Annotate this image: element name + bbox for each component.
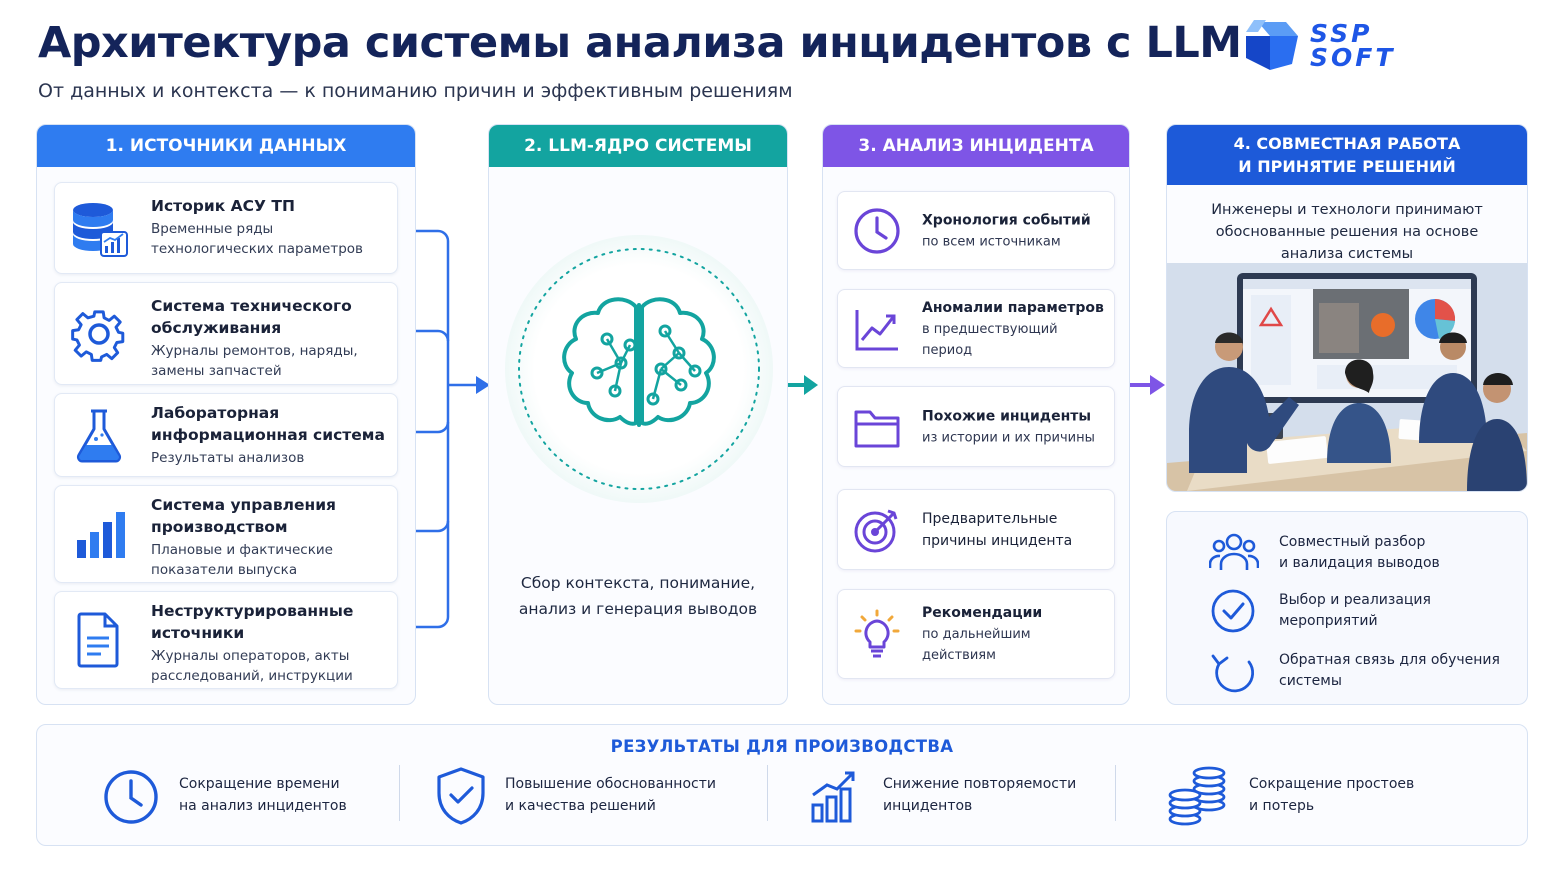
action-label: Обратная связь для обучения системы — [1279, 652, 1500, 689]
analysis-card-timeline: Хронология событий по всем источникам — [837, 191, 1115, 270]
cube-logo-icon — [1246, 20, 1298, 70]
results-divider — [399, 765, 400, 821]
arrow-to-decisions-icon — [1150, 375, 1165, 395]
analysis-panel: 3. АНАЛИЗ ИНЦИДЕНТА Хронология событий п… — [822, 124, 1130, 705]
source-desc: Плановые и фактические показатели выпуск… — [151, 542, 333, 578]
arrow-to-analysis-icon — [804, 375, 818, 395]
document-icon — [77, 612, 119, 668]
action-team-review: Совместный разбор и валидация выводов — [1209, 528, 1509, 578]
analysis-desc: по дальнейшим действиям — [922, 627, 1031, 663]
source-name: Система технического обслуживания — [151, 297, 352, 337]
action-feedback: Обратная связь для обучения системы — [1209, 646, 1509, 696]
source-name: Лабораторная информационная система — [151, 404, 385, 444]
lightbulb-icon — [854, 609, 900, 658]
shield-check-icon — [437, 767, 485, 825]
core-circle — [505, 235, 773, 503]
source-card-maintenance: Система технического обслуживания Журнал… — [54, 282, 398, 385]
gear-icon — [71, 309, 125, 362]
result-label: Сокращение простоев и потерь — [1249, 776, 1415, 814]
result-label: Сокращение времени на анализ инцидентов — [179, 776, 347, 814]
source-name: Неструктурированные источники — [151, 602, 354, 642]
page-title: Архитектура системы анализа инцидентов с… — [38, 18, 1242, 68]
analysis-card-anomalies: Аномалии параметров в предшествующий пер… — [837, 289, 1115, 368]
source-card-lab: Лабораторная информационная система Резу… — [54, 393, 398, 477]
analysis-header: 3. АНАЛИЗ ИНЦИДЕНТА — [823, 125, 1129, 167]
core-header: 2. LLM-ЯДРО СИСТЕМЫ — [489, 125, 787, 167]
results-title: РЕЗУЛЬТАТЫ ДЛЯ ПРОИЗВОДСТВА — [610, 737, 954, 756]
check-circle-icon — [1211, 589, 1255, 633]
page-subtitle: От данных и контекста — к пониманию прич… — [38, 80, 793, 102]
result-label: Повышение обоснованности и качества реше… — [505, 776, 716, 814]
source-name: Историк АСУ ТП — [151, 197, 295, 215]
bar-chart-icon — [77, 512, 125, 558]
flask-icon — [76, 409, 122, 463]
results-panel: РЕЗУЛЬТАТЫ ДЛЯ ПРОИЗВОДСТВА Сокращение в… — [36, 724, 1528, 846]
sources-panel: 1. ИСТОЧНИКИ ДАННЫХ Историк АСУ ТП Време… — [36, 124, 416, 705]
core-caption: Сбор контекста, понимание, анализ и гене… — [518, 574, 758, 618]
analysis-name: Похожие инциденты — [922, 408, 1092, 424]
team-meeting-illustration — [1167, 263, 1527, 491]
company-logo: SSP SOFT — [1240, 18, 1430, 78]
logo-text: SSP SOFT — [1310, 19, 1396, 72]
decisions-header: 4. СОВМЕСТНАЯ РАБОТА И ПРИНЯТИЕ РЕШЕНИЙ — [1167, 125, 1527, 185]
source-desc: Журналы операторов, акты расследований, … — [151, 648, 353, 684]
action-label: Совместный разбор и валидация выводов — [1279, 534, 1440, 571]
analysis-name: Рекомендации — [922, 605, 1043, 621]
refresh-icon — [1211, 654, 1255, 693]
source-card-mes: Система управления производством Плановы… — [54, 485, 398, 583]
growth-chart-icon — [811, 771, 855, 823]
action-label: Выбор и реализация мероприятий — [1279, 592, 1431, 629]
source-desc: Результаты анализов — [151, 450, 305, 466]
decisions-actions-panel: Совместный разбор и валидация выводов Вы… — [1166, 511, 1528, 705]
source-card-historian: Историк АСУ ТП Временные ряды технологич… — [54, 182, 398, 274]
source-name: Система управления производством — [151, 496, 337, 536]
target-icon — [854, 509, 898, 552]
coins-icon — [1168, 766, 1226, 826]
analysis-name: Предварительные причины инцидента — [922, 510, 1073, 549]
clock-icon — [854, 207, 900, 254]
team-icon — [1209, 533, 1259, 570]
action-select-measures: Выбор и реализация мероприятий — [1209, 586, 1509, 636]
source-card-unstructured: Неструктурированные источники Журналы оп… — [54, 591, 398, 689]
analysis-desc: в предшествующий период — [922, 321, 1058, 358]
source-desc: Журналы ремонтов, наряды, замены запчаст… — [151, 343, 358, 379]
result-label: Снижение повторяемости инцидентов — [883, 776, 1077, 814]
analysis-desc: из истории и их причины — [922, 430, 1095, 445]
analysis-name: Аномалии параметров — [922, 299, 1104, 316]
database-chart-icon — [73, 203, 128, 257]
analysis-desc: по всем источникам — [922, 234, 1061, 249]
clock-icon — [104, 770, 158, 824]
results-divider — [1115, 765, 1116, 821]
core-panel: 2. LLM-ЯДРО СИСТЕМЫ — [488, 124, 788, 705]
analysis-card-recommendations: Рекомендации по дальнейшим действиям — [837, 589, 1115, 679]
sources-header: 1. ИСТОЧНИКИ ДАННЫХ — [37, 125, 415, 167]
decisions-panel: 4. СОВМЕСТНАЯ РАБОТА И ПРИНЯТИЕ РЕШЕНИЙ … — [1166, 124, 1528, 492]
source-desc: Временные ряды технологических параметро… — [151, 221, 363, 257]
results-divider — [767, 765, 768, 821]
analysis-name: Хронология событий — [922, 212, 1091, 228]
brain-network-icon — [518, 248, 760, 490]
analysis-card-causes: Предварительные причины инцидента — [837, 489, 1115, 570]
analysis-card-similar: Похожие инциденты из истории и их причин… — [837, 386, 1115, 467]
folder-icon — [854, 410, 900, 447]
decisions-desc: Инженеры и технологи принимают обоснован… — [1211, 202, 1483, 262]
line-chart-icon — [855, 309, 898, 350]
